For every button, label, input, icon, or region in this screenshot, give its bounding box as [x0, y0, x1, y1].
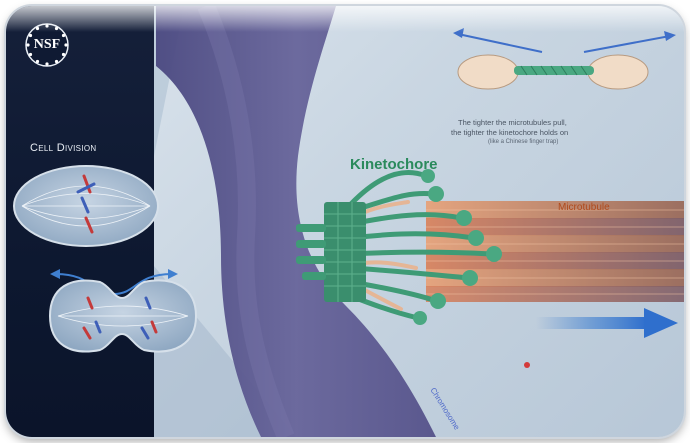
- caption-line-1: The tighter the microtubules pull,: [458, 118, 567, 127]
- metaphase-cell-diagram: [14, 166, 158, 246]
- illustration-frame: NSF Cell Division Kinetochore Microtubul…: [6, 6, 684, 437]
- cell-division-title: Cell Division: [30, 142, 96, 154]
- red-dot: [524, 362, 530, 368]
- kinetochore-label: Kinetochore: [350, 156, 438, 173]
- anaphase-cell-diagram: [50, 269, 196, 352]
- microtubule-label: Microtubule: [558, 202, 610, 213]
- finger-trap-hands-inset: [453, 28, 676, 89]
- nsf-logo: NSF: [24, 22, 70, 68]
- nsf-logo-text: NSF: [24, 37, 70, 53]
- caption-line-3: (like a Chinese finger trap): [488, 139, 558, 145]
- pull-direction-arrow: [536, 308, 678, 338]
- kinetochore-illustration: [6, 6, 684, 437]
- caption-line-2: the tighter the kinetochore holds on: [451, 128, 568, 137]
